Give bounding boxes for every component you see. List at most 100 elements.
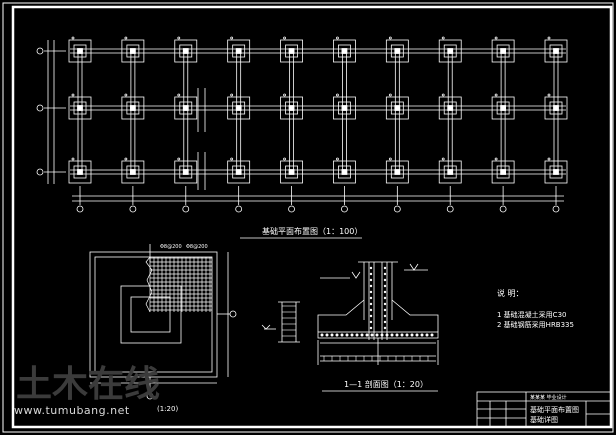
footing-pedestal (73, 165, 87, 179)
rebar-dot (383, 272, 387, 276)
grid-bubble (446, 205, 454, 213)
concrete-dot (350, 333, 354, 337)
footing-tag (336, 36, 339, 40)
footing-pedestal (443, 165, 457, 179)
rebar-dot (369, 308, 373, 312)
footing-tag (283, 36, 286, 40)
footing (438, 96, 462, 120)
rebar-dot (369, 284, 373, 288)
watermark-url: www.tumubang.net (14, 404, 130, 417)
concrete-dot (405, 333, 409, 337)
title-block-drawing-subtitle: 基础详图 (530, 415, 558, 424)
column (288, 169, 295, 175)
column (447, 48, 454, 54)
note-line-1: 1 基础混凝土采用C30 (497, 310, 566, 319)
concrete-dot (410, 333, 414, 337)
footing (385, 160, 409, 184)
footing (333, 39, 356, 63)
footing (121, 160, 145, 184)
footing-pedestal (496, 165, 510, 179)
concrete-dot (415, 333, 419, 337)
footing (280, 96, 303, 120)
footing (121, 39, 145, 63)
title-block-project: 某某某 毕业设计 (530, 394, 567, 401)
rebar-dot (369, 314, 373, 318)
footing-pedestal (126, 44, 140, 58)
footing-tag (124, 157, 128, 161)
footing-pedestal (338, 101, 351, 115)
footing-tag (547, 157, 551, 161)
grid-bubble (288, 205, 295, 213)
column (182, 105, 189, 111)
rebar-dot (369, 296, 373, 300)
inner-frame (11, 5, 613, 429)
footing-pedestal (179, 44, 193, 58)
column (129, 105, 136, 111)
rebar-dot (369, 326, 373, 330)
footing (121, 96, 145, 120)
title-block-drawing-title: 基础平面布置图 (530, 405, 579, 414)
concrete-dot (360, 333, 364, 337)
footing-pedestal (496, 101, 510, 115)
section-concrete (282, 266, 434, 361)
footing (227, 160, 251, 184)
column (394, 105, 401, 111)
grid-bubble (36, 47, 44, 55)
footing-tag (441, 93, 445, 97)
footing (544, 160, 568, 184)
footing-tag (230, 93, 234, 97)
footing-tag (388, 93, 392, 97)
concrete-dot (395, 333, 399, 337)
column (235, 105, 242, 111)
footing (68, 96, 92, 120)
footing-pedestal (549, 44, 563, 58)
footing-tag (494, 36, 498, 40)
footing-pedestal (73, 101, 87, 115)
column (77, 48, 83, 54)
column (77, 169, 83, 175)
column (500, 48, 507, 54)
footing (385, 39, 409, 63)
grid-bubble (36, 104, 44, 112)
watermark-logo: 土木在线 (16, 364, 160, 405)
footing (280, 39, 303, 63)
grid-bubble (393, 205, 401, 213)
concrete-dot (370, 333, 374, 337)
footing-pedestal (232, 101, 246, 115)
footing-pedestal (179, 165, 193, 179)
concrete-dot (320, 333, 324, 337)
footing (174, 39, 198, 63)
column (77, 105, 83, 111)
footing-tag (177, 36, 181, 40)
footing-tag (124, 36, 128, 40)
grid-bubble (235, 205, 243, 213)
column (553, 48, 559, 54)
footing-tag (336, 157, 339, 161)
footing-tag (283, 93, 286, 97)
concrete-dot (380, 333, 384, 337)
rebar-dot (369, 290, 373, 294)
footing (491, 96, 515, 120)
footing-tag (388, 157, 392, 161)
footing-tag (547, 36, 551, 40)
column (500, 169, 507, 175)
column (235, 48, 242, 54)
concrete-dot (325, 333, 329, 337)
column (288, 48, 295, 54)
column (129, 48, 136, 54)
column (394, 169, 401, 175)
footing-tag (494, 93, 498, 97)
footing-pedestal (390, 44, 404, 58)
footing-pedestal (390, 165, 404, 179)
grid-bubble (499, 205, 507, 213)
footing (333, 96, 356, 120)
foundation-plan (36, 36, 568, 213)
column (341, 105, 348, 111)
section-1-1 (278, 261, 439, 365)
grid-bubble (36, 168, 44, 176)
footing-pedestal (126, 165, 140, 179)
footing-pedestal (549, 101, 563, 115)
footing-tag (230, 36, 234, 40)
section-title: 1—1 剖面图（1：20） (344, 379, 428, 389)
